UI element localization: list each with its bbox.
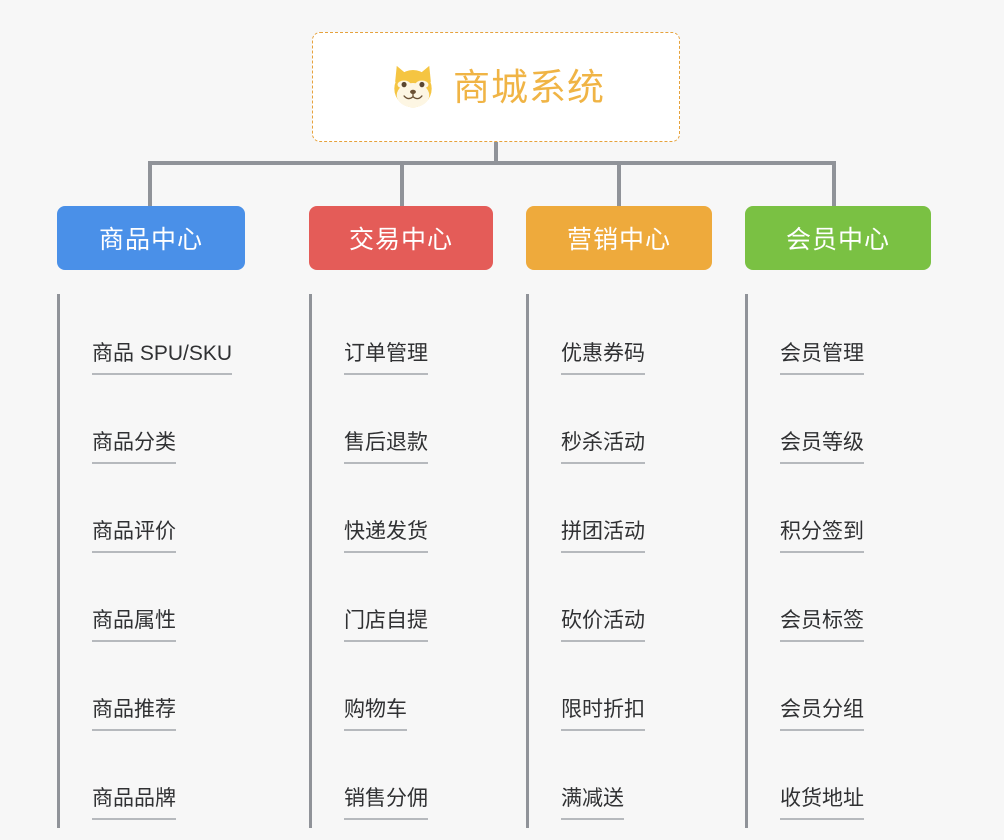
- leaf-label: 满减送: [561, 782, 624, 820]
- leaf-label: 会员分组: [780, 693, 864, 731]
- leaf-item[interactable]: 销售分佣: [328, 739, 493, 828]
- branch-header-2[interactable]: 营销中心: [526, 206, 712, 270]
- leaf-item[interactable]: 限时折扣: [545, 650, 712, 739]
- branch-header-label-3: 会员中心: [785, 226, 890, 254]
- connector-bus: [148, 161, 836, 165]
- leaf-item[interactable]: 订单管理: [328, 294, 493, 383]
- branch-header-1[interactable]: 交易中心: [309, 206, 493, 270]
- leaf-item[interactable]: 商品分类: [76, 383, 245, 472]
- branch-header-0[interactable]: 商品中心: [57, 206, 245, 270]
- leaf-label: 优惠券码: [561, 337, 645, 375]
- leaf-item[interactable]: 会员管理: [764, 294, 931, 383]
- branch-column-0: 商品中心 商品 SPU/SKU 商品分类 商品评价 商品属性 商品推荐 商品品牌: [57, 206, 245, 828]
- leaf-item[interactable]: 商品 SPU/SKU: [76, 294, 245, 383]
- leaf-label: 收货地址: [780, 782, 864, 820]
- leaf-item[interactable]: 会员分组: [764, 650, 931, 739]
- leaf-item[interactable]: 会员等级: [764, 383, 931, 472]
- leaf-label: 商品推荐: [92, 693, 176, 731]
- leaf-item[interactable]: 购物车: [328, 650, 493, 739]
- leaf-label: 商品属性: [92, 604, 176, 642]
- branch-header-label-1: 交易中心: [348, 226, 453, 254]
- leaf-item[interactable]: 收货地址: [764, 739, 931, 828]
- leaf-label: 门店自提: [344, 604, 428, 642]
- connector-drop-3: [832, 161, 836, 206]
- branch-header-label-0: 商品中心: [98, 226, 203, 254]
- leaf-label: 砍价活动: [561, 604, 645, 642]
- branch-items-3: 会员管理 会员等级 积分签到 会员标签 会员分组 收货地址: [745, 294, 931, 828]
- leaf-item[interactable]: 商品属性: [76, 561, 245, 650]
- branch-column-2: 营销中心 优惠券码 秒杀活动 拼团活动 砍价活动 限时折扣 满减送: [526, 206, 712, 828]
- root-title: 商城系统: [453, 66, 605, 108]
- leaf-label: 商品品牌: [92, 782, 176, 820]
- leaf-label: 售后退款: [344, 426, 428, 464]
- leaf-item[interactable]: 会员标签: [764, 561, 931, 650]
- leaf-label: 销售分佣: [344, 782, 428, 820]
- leaf-label: 商品分类: [92, 426, 176, 464]
- leaf-label: 购物车: [344, 693, 407, 731]
- connector-drop-0: [148, 161, 152, 206]
- leaf-item[interactable]: 满减送: [545, 739, 712, 828]
- leaf-label: 会员标签: [780, 604, 864, 642]
- leaf-item[interactable]: 售后退款: [328, 383, 493, 472]
- branch-items-1: 订单管理 售后退款 快递发货 门店自提 购物车 销售分佣: [309, 294, 493, 828]
- leaf-label: 秒杀活动: [561, 426, 645, 464]
- leaf-item[interactable]: 门店自提: [328, 561, 493, 650]
- leaf-label: 快递发货: [344, 515, 428, 553]
- branch-column-1: 交易中心 订单管理 售后退款 快递发货 门店自提 购物车 销售分佣: [309, 206, 493, 828]
- leaf-label: 订单管理: [344, 337, 428, 375]
- branch-header-label-2: 营销中心: [566, 226, 671, 254]
- leaf-item[interactable]: 快递发货: [328, 472, 493, 561]
- leaf-label: 拼团活动: [561, 515, 645, 553]
- branch-header-3[interactable]: 会员中心: [745, 206, 931, 270]
- connector-drop-2: [617, 161, 621, 206]
- leaf-item[interactable]: 秒杀活动: [545, 383, 712, 472]
- leaf-label: 商品评价: [92, 515, 176, 553]
- connector-drop-1: [400, 161, 404, 206]
- leaf-item[interactable]: 商品品牌: [76, 739, 245, 828]
- leaf-item[interactable]: 积分签到: [764, 472, 931, 561]
- shiba-dog-face-icon: [387, 61, 439, 113]
- leaf-label: 限时折扣: [561, 693, 645, 731]
- root-node[interactable]: 商城系统: [312, 32, 680, 142]
- leaf-label: 积分签到: [780, 515, 864, 553]
- leaf-label: 会员等级: [780, 426, 864, 464]
- branch-items-2: 优惠券码 秒杀活动 拼团活动 砍价活动 限时折扣 满减送: [526, 294, 712, 828]
- leaf-item[interactable]: 优惠券码: [545, 294, 712, 383]
- branch-column-3: 会员中心 会员管理 会员等级 积分签到 会员标签 会员分组 收货地址: [745, 206, 931, 828]
- leaf-item[interactable]: 拼团活动: [545, 472, 712, 561]
- leaf-item[interactable]: 商品评价: [76, 472, 245, 561]
- leaf-item[interactable]: 砍价活动: [545, 561, 712, 650]
- leaf-item[interactable]: 商品推荐: [76, 650, 245, 739]
- branch-items-0: 商品 SPU/SKU 商品分类 商品评价 商品属性 商品推荐 商品品牌: [57, 294, 245, 828]
- leaf-label: 会员管理: [780, 337, 864, 375]
- leaf-label: 商品 SPU/SKU: [92, 337, 233, 375]
- connector-stem: [494, 142, 498, 164]
